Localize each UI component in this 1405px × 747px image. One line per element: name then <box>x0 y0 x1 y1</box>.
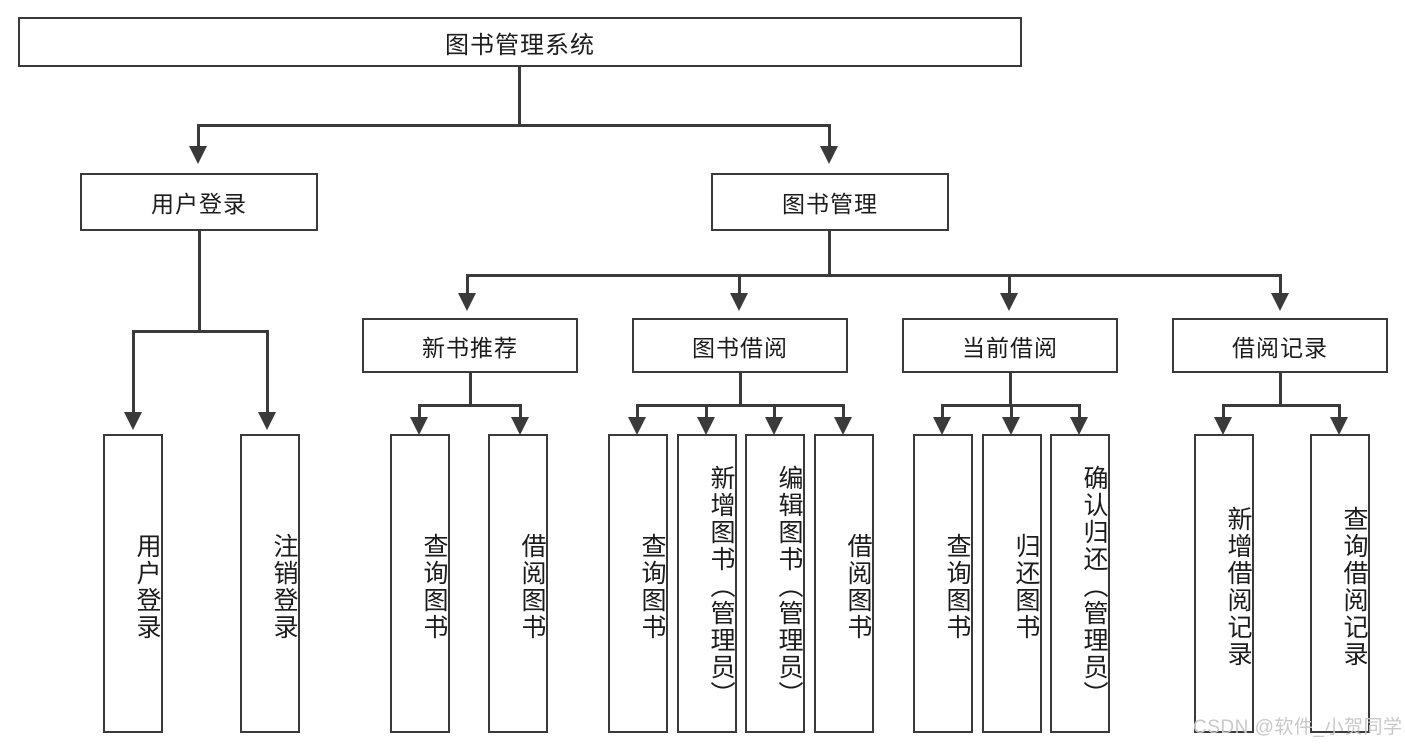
arrow-cb-to-leaf3 <box>1070 417 1088 435</box>
node-leaf-query-book-2[interactable]: 查询图书 <box>608 434 668 733</box>
node-leaf-add-record-label: 新增借阅记录 <box>1224 505 1252 668</box>
edge-book-manage-stem <box>828 231 831 276</box>
arrow-user-login-to-leaf2 <box>258 412 276 430</box>
edge-br-bus <box>1222 404 1340 407</box>
arrow-bb-to-leaf4 <box>834 417 852 435</box>
edge-user-login-stem <box>198 231 201 332</box>
edge-bb-to-leaf1 <box>636 404 639 419</box>
node-leaf-return-book[interactable]: 归还图书 <box>982 434 1042 733</box>
arrow-user-login-to-leaf1 <box>124 412 142 430</box>
node-leaf-user-logout[interactable]: 注销登录 <box>240 434 300 733</box>
node-leaf-edit-book[interactable]: 编辑图书（管理员） <box>745 434 805 733</box>
node-leaf-add-record[interactable]: 新增借阅记录 <box>1194 434 1254 733</box>
node-leaf-user-logout-label: 注销登录 <box>270 532 298 641</box>
node-leaf-query-record[interactable]: 查询借阅记录 <box>1310 434 1370 733</box>
node-book-borrow[interactable]: 图书借阅 <box>632 318 848 373</box>
edge-cb-stem <box>1009 373 1012 406</box>
node-root[interactable]: 图书管理系统 <box>18 17 1022 67</box>
node-borrow-record-label: 借阅记录 <box>1232 334 1328 361</box>
arrow-bb-to-leaf2 <box>697 417 715 435</box>
node-leaf-query-book-2-label: 查询图书 <box>638 532 666 641</box>
node-leaf-user-login-label: 用户登录 <box>133 532 161 641</box>
node-root-label: 图书管理系统 <box>445 31 595 59</box>
node-leaf-borrow-book-2[interactable]: 借阅图书 <box>814 434 874 733</box>
edge-br-to-leaf1 <box>1222 404 1225 419</box>
node-user-login[interactable]: 用户登录 <box>80 173 318 231</box>
edge-bb-bus <box>636 404 845 407</box>
node-leaf-edit-book-label: 编辑图书（管理员） <box>775 465 803 708</box>
node-leaf-add-book[interactable]: 新增图书（管理员） <box>677 434 737 733</box>
edge-root-to-book-manage <box>828 124 831 148</box>
edge-book-manage-to-l2-1 <box>466 274 469 296</box>
node-book-manage-label: 图书管理 <box>782 191 878 217</box>
node-new-book-recommend-label: 新书推荐 <box>422 334 518 361</box>
node-leaf-query-book-3-label: 查询图书 <box>943 532 971 641</box>
arrow-book-manage-to-l2-2 <box>730 293 748 311</box>
node-current-borrow[interactable]: 当前借阅 <box>902 318 1118 373</box>
node-leaf-query-book-1-label: 查询图书 <box>420 532 448 641</box>
node-user-login-label: 用户登录 <box>151 191 247 217</box>
edge-book-manage-to-l2-4 <box>1279 274 1282 296</box>
edge-br-stem <box>1279 373 1282 406</box>
edge-root-to-user-login <box>197 124 200 148</box>
node-leaf-borrow-book-2-label: 借阅图书 <box>844 532 872 641</box>
arrow-br-to-leaf2 <box>1330 417 1348 435</box>
node-leaf-confirm-return-label: 确认归还（管理员） <box>1080 465 1108 708</box>
arrow-br-to-leaf1 <box>1214 417 1232 435</box>
edge-bb-to-leaf4 <box>842 404 845 419</box>
arrow-bb-to-leaf1 <box>628 417 646 435</box>
edge-cb-to-leaf3 <box>1078 404 1081 419</box>
node-book-borrow-label: 图书借阅 <box>692 334 788 361</box>
arrow-nbr-to-leaf2 <box>511 417 529 435</box>
arrow-root-to-user-login <box>189 146 207 164</box>
node-leaf-return-book-label: 归还图书 <box>1012 532 1040 641</box>
edge-user-login-to-leaf1 <box>132 330 135 415</box>
edge-root-bus <box>197 124 831 127</box>
arrow-cb-to-leaf2 <box>1002 417 1020 435</box>
edge-user-login-bus <box>132 330 268 333</box>
arrow-book-manage-to-l2-1 <box>458 293 476 311</box>
edge-nbr-to-leaf2 <box>519 404 522 419</box>
edge-root-stem <box>518 67 521 126</box>
node-leaf-confirm-return[interactable]: 确认归还（管理员） <box>1050 434 1110 733</box>
node-leaf-borrow-book-1[interactable]: 借阅图书 <box>488 434 548 733</box>
node-leaf-user-login[interactable]: 用户登录 <box>103 434 163 733</box>
watermark: CSDN @软件_小贺同学 <box>1193 717 1403 738</box>
node-leaf-add-book-label: 新增图书（管理员） <box>707 465 735 708</box>
edge-nbr-bus <box>418 404 522 407</box>
edge-nbr-to-leaf1 <box>418 404 421 419</box>
edge-bb-to-leaf3 <box>773 404 776 419</box>
edge-bb-to-leaf2 <box>705 404 708 419</box>
edge-bb-stem <box>739 373 742 406</box>
edge-cb-to-leaf1 <box>941 404 944 419</box>
edge-book-manage-to-l2-3 <box>1008 274 1011 296</box>
node-leaf-query-book-1[interactable]: 查询图书 <box>390 434 450 733</box>
edge-user-login-to-leaf2 <box>266 330 269 415</box>
arrow-book-manage-to-l2-4 <box>1271 293 1289 311</box>
node-leaf-borrow-book-1-label: 借阅图书 <box>518 532 546 641</box>
node-borrow-record[interactable]: 借阅记录 <box>1172 318 1388 373</box>
node-leaf-query-record-label: 查询借阅记录 <box>1340 505 1368 668</box>
edge-cb-to-leaf2 <box>1010 404 1013 419</box>
arrow-root-to-book-manage <box>820 146 838 164</box>
arrow-nbr-to-leaf1 <box>410 417 428 435</box>
edge-nbr-stem <box>469 373 472 406</box>
node-book-manage[interactable]: 图书管理 <box>711 173 949 231</box>
edge-book-manage-to-l2-2 <box>738 274 741 296</box>
edge-book-manage-bus <box>466 274 1282 277</box>
node-leaf-query-book-3[interactable]: 查询图书 <box>913 434 973 733</box>
edge-br-to-leaf2 <box>1338 404 1341 419</box>
node-new-book-recommend[interactable]: 新书推荐 <box>362 318 578 373</box>
arrow-bb-to-leaf3 <box>765 417 783 435</box>
arrow-cb-to-leaf1 <box>933 417 951 435</box>
node-current-borrow-label: 当前借阅 <box>962 334 1058 361</box>
arrow-book-manage-to-l2-3 <box>1000 293 1018 311</box>
